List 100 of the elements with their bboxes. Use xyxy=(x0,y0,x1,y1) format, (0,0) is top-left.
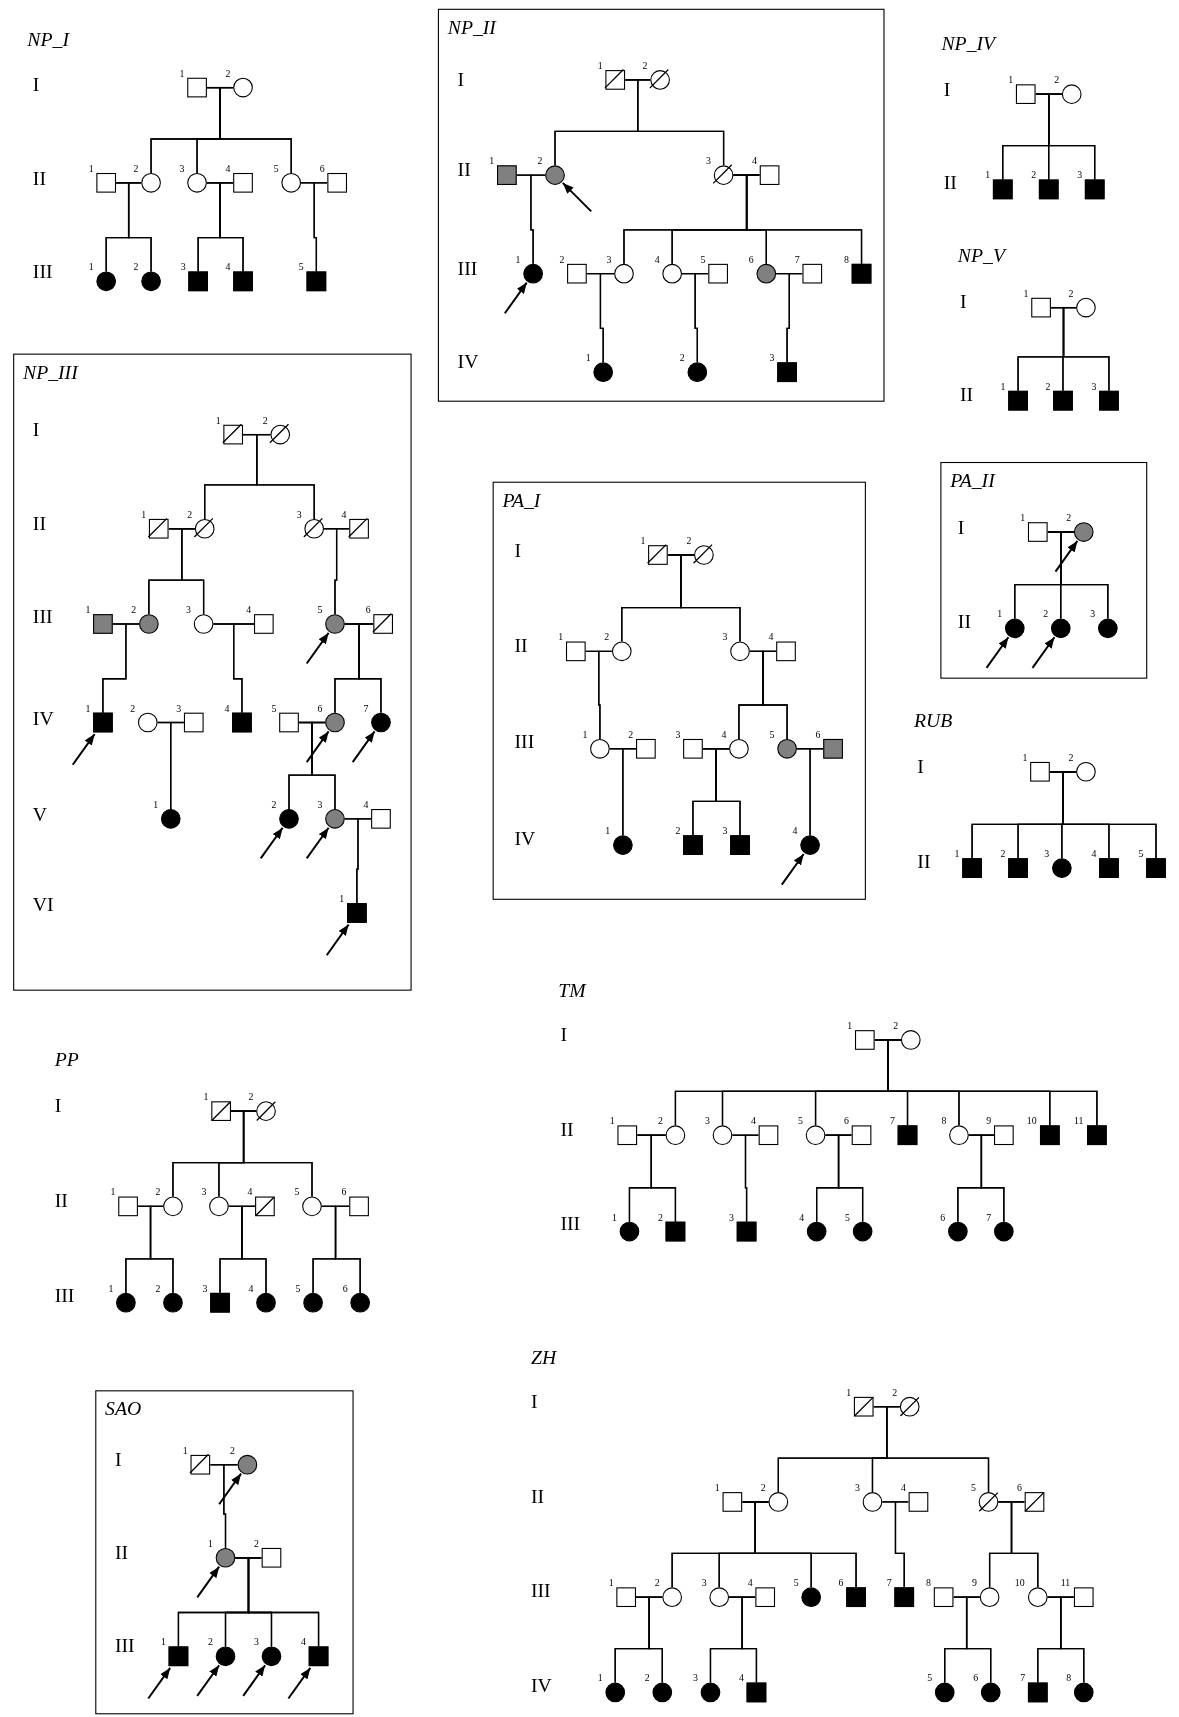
individual-number: 1 xyxy=(179,67,185,79)
pedigree-circle xyxy=(713,164,734,185)
pedigree-circle xyxy=(215,1646,235,1666)
pedigree-square xyxy=(370,808,391,829)
individual-number: 2 xyxy=(1000,848,1006,860)
individual-number: 1 xyxy=(954,848,960,860)
individual-number: 2 xyxy=(133,261,139,273)
pedigree-square xyxy=(148,518,169,539)
generation-label: III xyxy=(560,1212,581,1235)
individual-number: 1 xyxy=(585,352,591,364)
pedigree-circle xyxy=(281,172,302,193)
pedigree-circle xyxy=(613,263,634,284)
proband-arrow xyxy=(147,1666,172,1700)
generation-label: II xyxy=(960,383,974,406)
pedigree-circle xyxy=(1050,618,1071,638)
pedigree-circle xyxy=(687,362,707,382)
pedigree-square xyxy=(1073,1587,1094,1608)
individual-number: 2 xyxy=(225,67,231,79)
pedigree-square xyxy=(617,1125,638,1146)
pedigree-square xyxy=(233,271,253,292)
pedigree-square xyxy=(854,1030,875,1050)
individual-number: 5 xyxy=(271,702,277,714)
individual-number: 1 xyxy=(597,60,603,72)
pedigree-square xyxy=(933,1587,954,1608)
pedigree-circle xyxy=(194,518,215,539)
individual-number: 1 xyxy=(141,509,147,520)
individual-number: 3 xyxy=(180,261,186,273)
descent-line xyxy=(786,273,804,363)
pedigree-circle xyxy=(611,641,632,661)
generation-label: III xyxy=(457,257,478,280)
pedigree-circle xyxy=(776,738,797,759)
individual-number: 2 xyxy=(537,155,543,167)
descent-line xyxy=(181,528,205,615)
generation-label: II xyxy=(917,850,931,873)
pedigree-circle xyxy=(303,1292,323,1313)
descent-line xyxy=(744,1134,760,1223)
descent-line xyxy=(170,721,185,810)
pedigree-square xyxy=(118,1196,138,1217)
proband-arrow xyxy=(1054,539,1079,573)
generation-label: II xyxy=(32,167,46,190)
pedigree-circle xyxy=(728,738,749,759)
individual-number: 3 xyxy=(706,155,711,167)
generation-label: I xyxy=(960,290,967,312)
individual-number: 6 xyxy=(748,253,754,265)
individual-number: 6 xyxy=(317,702,323,714)
individual-number: 2 xyxy=(628,729,634,740)
pedigree-square xyxy=(851,1125,872,1146)
pedigree-circle xyxy=(852,1221,873,1242)
pedigree-square xyxy=(665,1221,686,1242)
pedigree-circle xyxy=(237,1454,257,1475)
pedigree-title: PA_I xyxy=(502,489,541,512)
individual-number: 1 xyxy=(88,261,94,273)
individual-number: 4 xyxy=(341,509,347,520)
proband-arrow xyxy=(71,733,96,766)
generation-label: II xyxy=(957,610,971,633)
proband-arrow xyxy=(503,281,528,315)
descent-line xyxy=(1060,1596,1085,1684)
individual-number: 4 xyxy=(248,1283,254,1294)
pedigree-square xyxy=(92,712,113,732)
individual-number: 5 xyxy=(700,253,706,265)
proband-arrow xyxy=(287,1666,312,1700)
pedigree-title: ZH xyxy=(530,1346,557,1369)
individual-number: 4 xyxy=(750,1115,756,1127)
individual-number: 1 xyxy=(160,1636,166,1648)
individual-number: 6 xyxy=(940,1211,946,1223)
generation-label: I xyxy=(560,1023,568,1046)
individual-number: 1 xyxy=(640,535,646,547)
individual-number: 4 xyxy=(363,799,369,811)
individual-number: 2 xyxy=(657,1211,663,1223)
pedigree-circle xyxy=(270,424,290,445)
pedigree-square xyxy=(231,712,252,732)
pedigree-square xyxy=(372,613,393,634)
pedigree-square xyxy=(253,613,274,634)
individual-number: 3 xyxy=(1090,608,1096,620)
descent-line xyxy=(762,650,788,740)
individual-number: 2 xyxy=(604,631,610,643)
individual-number: 10 xyxy=(1026,1115,1037,1127)
generation-label: II xyxy=(530,1485,545,1508)
individual-number: 1 xyxy=(208,1538,213,1549)
generation-label: V xyxy=(32,803,48,826)
descent-line xyxy=(648,1596,663,1684)
individual-number: 2 xyxy=(654,1577,660,1589)
pedigree-title: PP xyxy=(54,1048,79,1071)
generation-label: IV xyxy=(457,350,479,373)
descent-line xyxy=(599,273,615,363)
individual-number: 4 xyxy=(721,729,727,740)
proband-arrow xyxy=(325,923,350,957)
pedigree-square xyxy=(1027,521,1048,542)
individual-number: 7 xyxy=(363,702,369,714)
individual-number: 3 xyxy=(201,1186,207,1198)
pedigree-square xyxy=(994,1125,1014,1146)
pedigree-square xyxy=(908,1492,929,1512)
pedigree-circle xyxy=(649,69,670,90)
pedigree-square xyxy=(746,1682,767,1703)
generation-label: I xyxy=(54,1094,62,1117)
generation-label: VI xyxy=(32,893,54,916)
pedigree-square xyxy=(1008,390,1028,411)
individual-number: 3 xyxy=(202,1283,208,1294)
descent-line xyxy=(233,623,255,714)
generation-label: I xyxy=(457,68,465,91)
